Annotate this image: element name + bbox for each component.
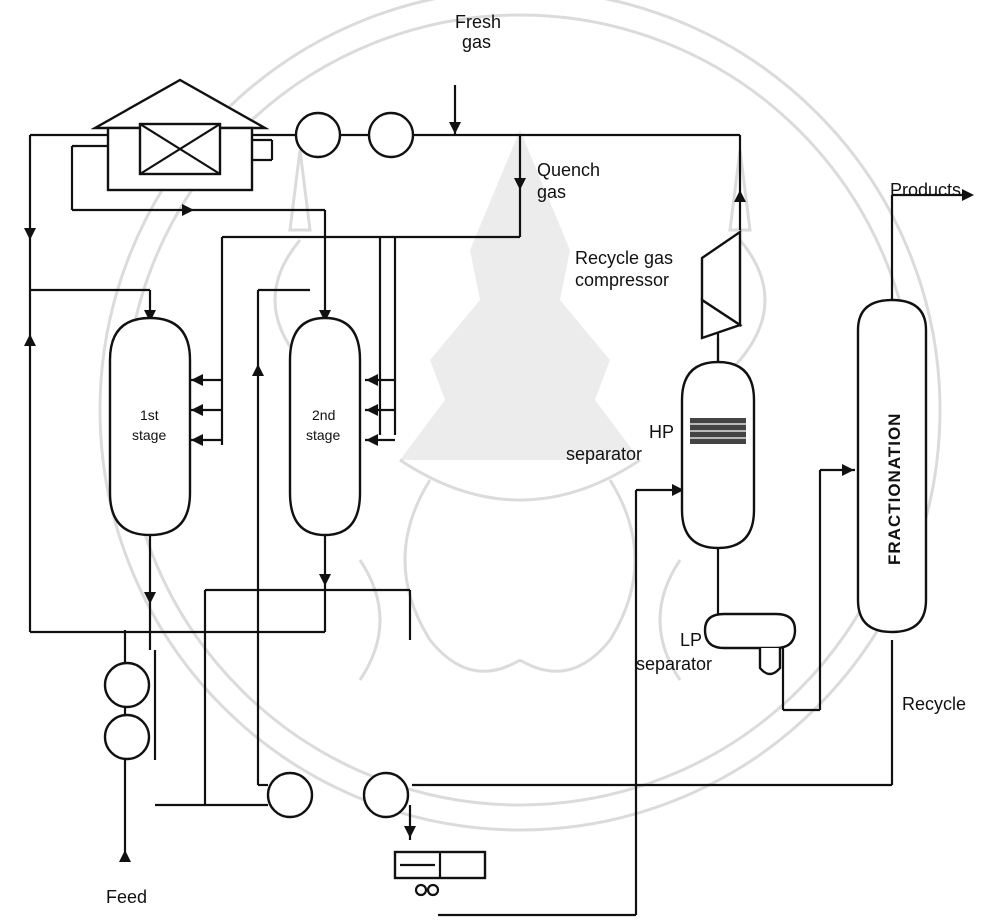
label-recycle-gas-1: Recycle gas [575, 248, 673, 268]
label-quench-gas-2: gas [537, 182, 566, 202]
recycle-gas-compressor [702, 232, 740, 362]
label-hp-separator-2: separator [566, 444, 642, 464]
label-fresh-gas-2: gas [462, 32, 491, 52]
heat-exchanger-top-2 [369, 113, 413, 157]
label-lp-separator-2: separator [636, 654, 712, 674]
label-fresh-gas-1: Fresh [455, 12, 501, 32]
label-2nd-stage-2: stage [306, 427, 340, 443]
heat-exchanger-bottom-2 [364, 773, 408, 817]
lp-separator [705, 614, 795, 674]
heat-exchanger-bottom-1 [268, 773, 312, 817]
pump [395, 852, 485, 895]
label-2nd-stage-1: 2nd [312, 407, 335, 423]
label-feed: Feed [106, 887, 147, 907]
label-1st-stage-2: stage [132, 427, 166, 443]
heat-exchanger-feed-1 [105, 663, 149, 707]
label-recycle-gas-2: compressor [575, 270, 669, 290]
label-lp-separator-1: LP [680, 630, 702, 650]
label-hp-separator-1: HP [649, 422, 674, 442]
label-recycle: Recycle [902, 694, 966, 714]
label-quench-gas-1: Quench [537, 160, 600, 180]
label-fractionation: FRACTIONATION [885, 413, 904, 565]
hp-separator [682, 362, 754, 548]
heat-exchanger-top-1 [296, 113, 340, 157]
label-products: Products [890, 180, 961, 200]
heat-exchanger-feed-2 [105, 715, 149, 759]
label-1st-stage-1: 1st [140, 407, 159, 423]
